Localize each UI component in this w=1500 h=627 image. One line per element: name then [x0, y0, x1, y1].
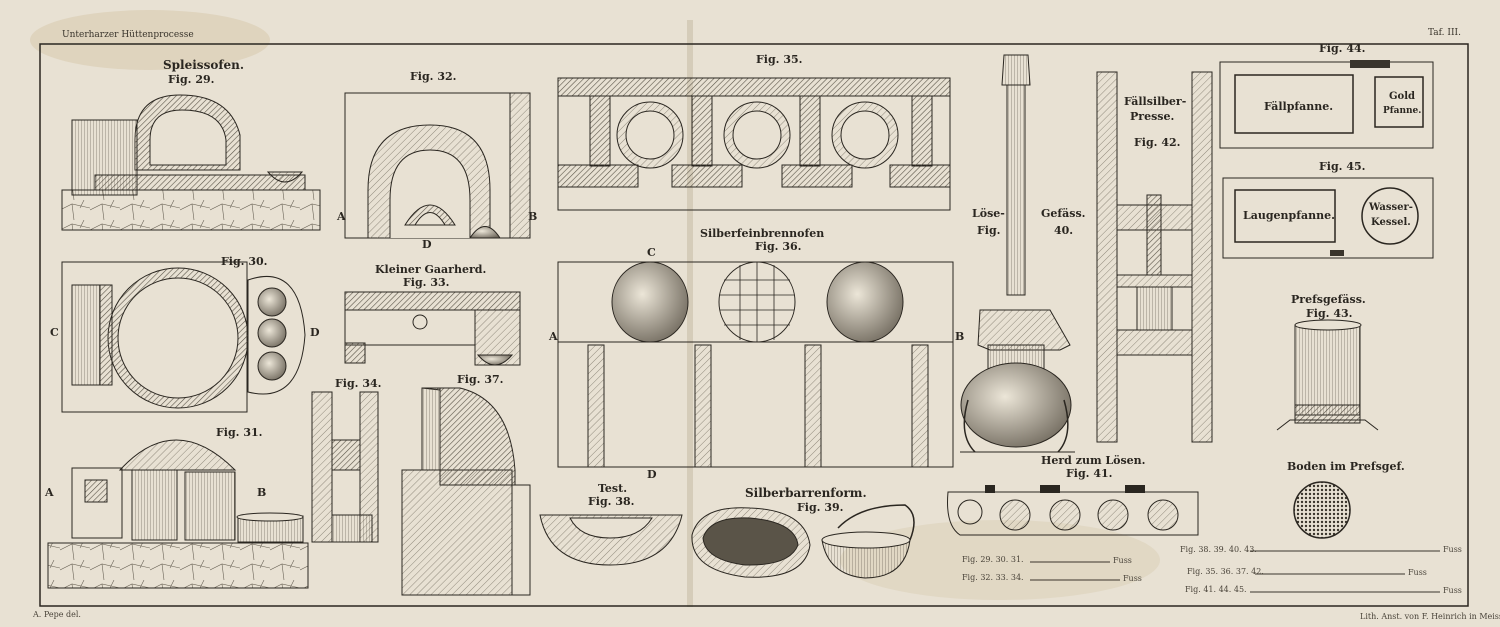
fig34-drawing [311, 391, 379, 543]
fig41-drawing [947, 485, 1199, 536]
scale-bars [1030, 550, 1440, 593]
letter-D-30: D [310, 326, 320, 339]
letter-C-36: C [647, 246, 656, 259]
fig37-drawing [401, 387, 531, 596]
fig43-label: Fig. 43. [1306, 307, 1353, 320]
scale-label-2: Fig. 32. 33. 34. [962, 573, 1024, 582]
fig44-drawing [1219, 60, 1434, 149]
letter-B-36: B [955, 330, 965, 343]
fig32-label: Fig. 32. [410, 70, 457, 83]
letter-B: B [528, 210, 538, 223]
scale-unit-4: Fuss [1408, 568, 1427, 577]
fig36-title: Silberfeinbrennofen [700, 227, 825, 240]
fig40-left: Löse- [972, 207, 1005, 220]
fig44-pan1: Fällpfanne. [1264, 100, 1334, 113]
letter-A-36: A [549, 330, 558, 343]
fig43-drawing [1276, 319, 1379, 431]
scale-unit-2: Fuss [1123, 574, 1142, 583]
fig31-label: Fig. 31. [216, 426, 263, 439]
header-left: Unterharzer Hüttenprocesse [62, 30, 194, 40]
letter-A: A [337, 210, 346, 223]
scale-label-3: Fig. 38. 39. 40. 43. [1180, 545, 1257, 554]
scale-label-4: Fig. 35. 36. 37. 42. [1187, 567, 1264, 576]
fig44-pan2a: Gold [1389, 91, 1416, 102]
fig34-label: Fig. 34. [335, 377, 382, 390]
letter-C-30: C [50, 326, 59, 339]
fig33-label: Fig. 33. [403, 276, 450, 289]
fig38-label: Fig. 38. [588, 495, 635, 508]
scale-unit-3: Fuss [1443, 545, 1462, 554]
fig41-label: Fig. 41. [1066, 467, 1113, 480]
fig42-drawing [1096, 71, 1213, 443]
fig40-right: Gefäss. [1041, 207, 1086, 220]
fig29-label: Fig. 29. [168, 73, 215, 86]
fig32-drawing [344, 92, 531, 239]
letter-D: D [422, 238, 432, 251]
fig45-pan2a: Wasser- [1369, 202, 1413, 213]
boden-drawing [1293, 481, 1351, 539]
plate-number: Taf. III. [1428, 28, 1461, 38]
fig30-drawing [61, 261, 306, 413]
fig30-label: Fig. 30. [221, 255, 268, 268]
credit-left: A. Pepe del. [33, 610, 81, 619]
fig39-label: Fig. 39. [797, 501, 844, 514]
fig45-pan1: Laugenpfanne. [1243, 209, 1335, 222]
fig42-label: Fig. 42. [1134, 136, 1181, 149]
scale-label-1: Fig. 29. 30. 31. [962, 555, 1024, 564]
fig39-drawing [691, 504, 915, 579]
fig42-title: Fällsilber- [1124, 95, 1187, 108]
fig33-title: Kleiner Gaarherd. [375, 263, 487, 276]
letter-D-36: D [647, 468, 657, 481]
fig40-right2: 40. [1054, 224, 1074, 237]
scale-unit-1: Fuss [1113, 556, 1132, 565]
fig45-label: Fig. 45. [1319, 160, 1366, 173]
fig45-pan2b: Kessel. [1371, 217, 1411, 228]
credit-right: Lith. Anst. von F. Heinrich in Meissen [1360, 612, 1500, 621]
boden-title: Boden im Prefsgef. [1287, 460, 1405, 473]
fig38-title: Test. [598, 482, 628, 495]
fig33-drawing [344, 291, 521, 366]
scale-unit-5: Fuss [1443, 586, 1462, 595]
fig41-title: Herd zum Lösen. [1041, 454, 1146, 467]
plate-border [39, 43, 1469, 607]
letter-A-31: A [45, 486, 54, 499]
fig29-title: Spleissofen. [163, 58, 245, 72]
fig38-drawing [539, 514, 683, 566]
fig29-drawing [61, 94, 321, 231]
fig42-title2: Presse. [1130, 110, 1175, 123]
fig45-drawing [1222, 177, 1434, 259]
fig44-pan2b: Pfanne. [1383, 106, 1422, 116]
fig39-title: Silberbarrenform. [745, 486, 867, 500]
fig37-label: Fig. 37. [457, 373, 504, 386]
fig40-drawing [960, 54, 1075, 453]
scale-label-5: Fig. 41. 44. 45. [1185, 585, 1247, 594]
fig43-title: Prefsgefäss. [1291, 293, 1366, 306]
paper-stain [30, 10, 270, 70]
fig44-label: Fig. 44. [1319, 42, 1366, 55]
letter-B-31: B [257, 486, 267, 499]
fig35-label: Fig. 35. [756, 53, 803, 66]
fig40-left2: Fig. [977, 224, 1001, 237]
fig36-drawing [557, 261, 954, 468]
fig31-drawing [47, 439, 309, 589]
fig35-drawing [557, 77, 951, 211]
fig36-label: Fig. 36. [755, 240, 802, 253]
